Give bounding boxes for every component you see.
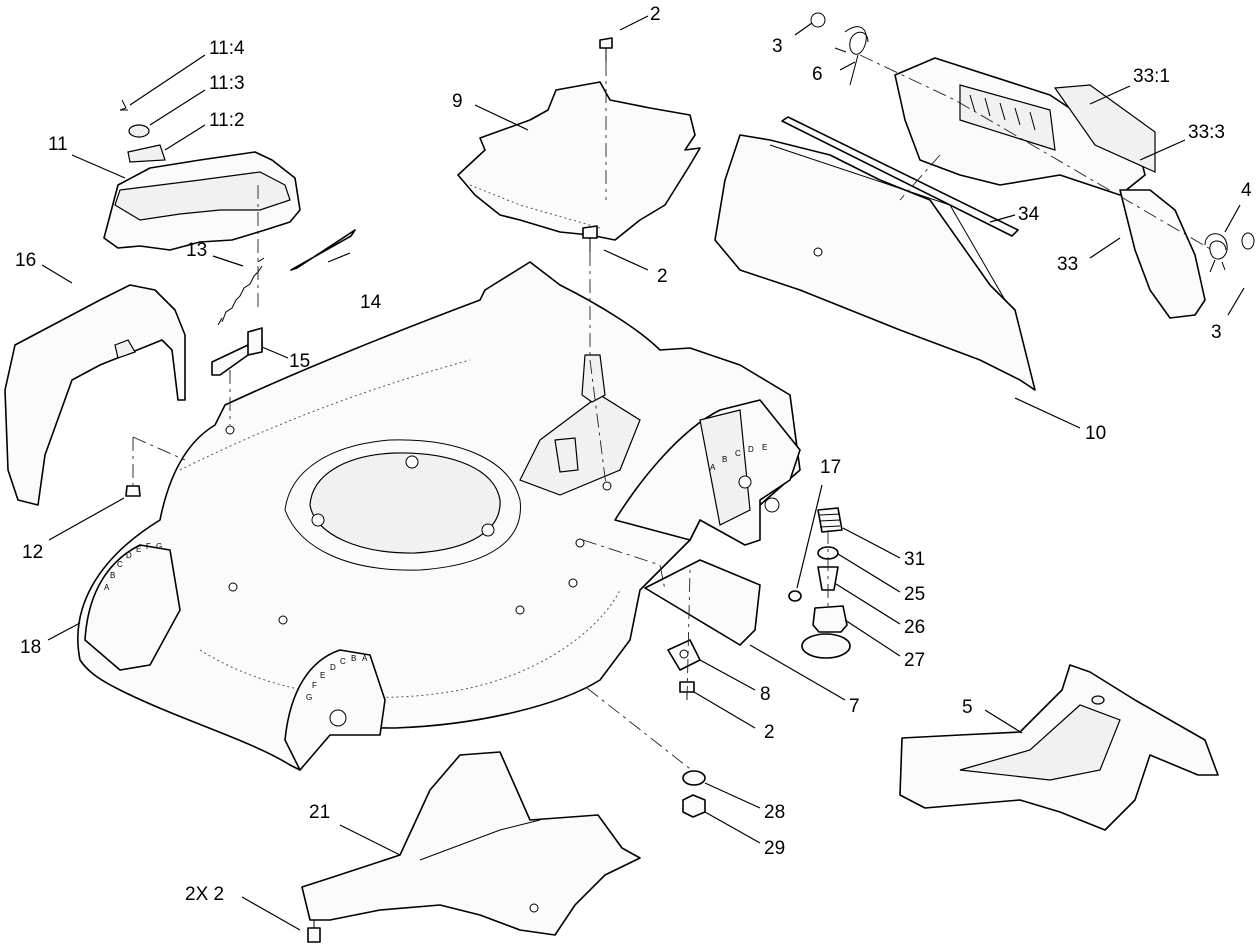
callout-label: 11:2 <box>209 110 245 131</box>
decal-disc <box>801 633 851 659</box>
height-letter: E <box>762 443 767 452</box>
height-letter: G <box>156 542 162 551</box>
height-letter: E <box>320 671 325 680</box>
callout-label: 4 <box>1241 180 1252 201</box>
side-shield-16 <box>4 284 186 506</box>
spring-4 <box>1204 233 1228 273</box>
callout-label: 33:1 <box>1133 66 1170 87</box>
callout-label: 33:3 <box>1188 122 1225 143</box>
cover-11 <box>103 99 301 251</box>
bolt-2-top <box>599 37 613 62</box>
callout-label: 6 <box>812 64 823 85</box>
callout-label: 27 <box>904 650 925 671</box>
callout-label: 13 <box>186 240 207 261</box>
nut-29 <box>682 794 706 818</box>
bolt-2-mid <box>582 225 598 252</box>
callout-label: 9 <box>452 91 463 112</box>
height-letter: F <box>146 542 151 551</box>
callout-label: 11:4 <box>209 38 245 59</box>
callout-label: 3 <box>1211 322 1222 343</box>
callout-label: 21 <box>309 802 330 823</box>
rear-flap-assembly <box>714 12 1255 391</box>
callout-label: 14 <box>360 292 382 313</box>
callout-label: 15 <box>289 351 310 372</box>
height-letter: C <box>735 449 741 458</box>
height-letter: B <box>351 654 356 663</box>
screw-17 <box>788 590 802 602</box>
rod-14 <box>290 229 356 271</box>
callout-label: 5 <box>962 697 973 718</box>
callout-label: 31 <box>904 549 925 570</box>
spring-13 <box>217 257 265 326</box>
height-letter: G <box>306 693 312 702</box>
height-letter: B <box>722 455 727 464</box>
callout-label: 28 <box>764 802 785 823</box>
rear-height-labels: A B C D E <box>710 443 767 472</box>
callout-label: 2 <box>764 722 775 743</box>
height-letter: A <box>104 583 110 592</box>
callout-label: 7 <box>849 696 860 717</box>
height-letter: D <box>748 445 754 454</box>
height-letter: C <box>340 657 346 666</box>
height-letter: A <box>710 463 716 472</box>
callout-label: 2 <box>650 4 661 25</box>
callout-label: 10 <box>1085 423 1106 444</box>
height-letter: C <box>117 560 123 569</box>
side-discharge-5 <box>899 664 1219 831</box>
height-letter: F <box>312 681 317 690</box>
cap-27 <box>812 605 848 633</box>
height-letter: A <box>362 654 368 663</box>
leader-lines <box>41 15 1245 931</box>
washer-28 <box>682 770 706 786</box>
mulch-plug-21 <box>301 751 641 936</box>
height-letter: D <box>330 663 336 672</box>
callout-label: 16 <box>15 250 36 271</box>
callout-label: 17 <box>820 457 841 478</box>
callout-label: 8 <box>760 684 771 705</box>
fitting-31 <box>817 507 843 533</box>
callout-label: 11 <box>48 134 68 155</box>
callout-label: 2X 2 <box>185 884 224 905</box>
height-letter: B <box>110 571 115 580</box>
spring-6 <box>834 26 869 86</box>
height-letter: D <box>126 551 132 560</box>
callout-label: 26 <box>904 617 925 638</box>
mower-deck <box>77 261 801 771</box>
bracket-8 <box>667 639 701 671</box>
callout-label: 12 <box>22 542 43 563</box>
assembly-lines <box>132 54 1213 773</box>
callout-label: 34 <box>1018 204 1040 225</box>
callout-label: 18 <box>20 637 41 658</box>
callout-labels: 2 3 6 33:1 33:3 4 33 3 34 10 9 2 11:4 11… <box>15 4 1252 905</box>
height-letter: E <box>136 545 141 554</box>
callout-label: 25 <box>904 584 925 605</box>
baffle-plate <box>457 81 701 241</box>
callout-label: 2 <box>657 266 668 287</box>
callout-label: 33 <box>1057 254 1078 275</box>
bolt-2x2 <box>307 920 321 943</box>
callout-label: 11:3 <box>209 73 245 94</box>
front-left-height-labels: A B C D E F G <box>104 542 162 592</box>
callout-label: 3 <box>772 36 783 57</box>
callout-label: 29 <box>764 838 785 859</box>
front-wheel-height-labels: G F E D C B A <box>306 654 368 702</box>
bracket-15 <box>211 327 263 376</box>
bolt-12 <box>125 485 141 497</box>
